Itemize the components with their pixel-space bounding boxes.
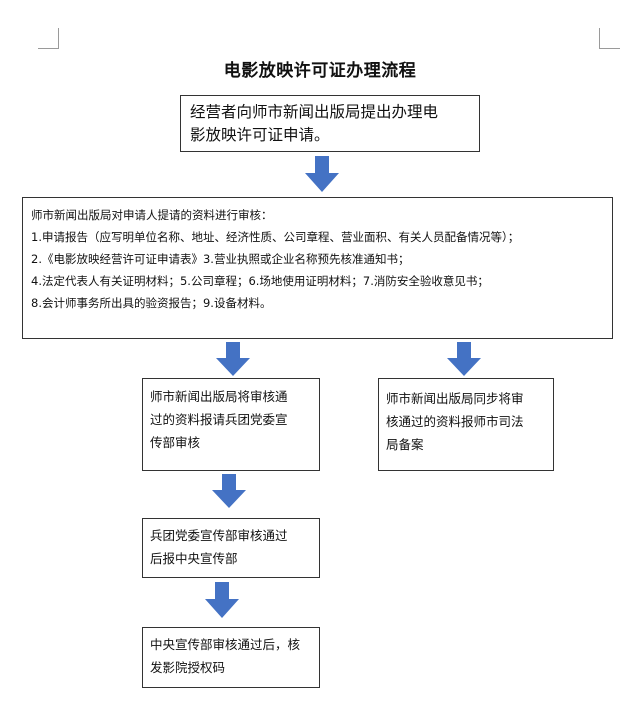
step-corps-propaganda-box: 兵团党委宣传部审核通过 后报中央宣传部 (142, 518, 320, 578)
step-city-bureau-box: 师市新闻出版局将审核通 过的资料报请兵团党委宣 传部审核 (142, 378, 320, 471)
justice-filing-line-1: 师市新闻出版局同步将审 (386, 391, 524, 406)
step-document-review-box: 师市新闻出版局对申请人提请的资料进行审核： 1.申请报告（应写明单位名称、地址、… (22, 197, 613, 339)
step-central-propaganda-box: 中央宣传部审核通过后，核 发影院授权码 (142, 627, 320, 688)
step-justice-filing-box: 师市新闻出版局同步将审 核通过的资料报师市司法 局备案 (378, 378, 554, 471)
page-corner-top-left (38, 28, 59, 49)
page-corner-top-right (599, 28, 620, 49)
arrow-down-icon (212, 474, 246, 508)
review-item-line: 2.《电影放映经营许可证申请表》3.营业执照或企业名称预先核准通知书； (31, 252, 410, 266)
central-propaganda-line-2: 发影院授权码 (150, 660, 226, 675)
review-heading-line: 师市新闻出版局对申请人提请的资料进行审核： (31, 208, 273, 222)
arrow-down-icon (447, 342, 481, 376)
step-application-line-1: 经营者向师市新闻出版局提出办理电 (190, 103, 439, 121)
arrow-down-icon (205, 582, 239, 618)
step-application-line-2: 影放映许可证申请。 (190, 126, 330, 144)
review-item-line: 4.法定代表人有关证明材料；5.公司章程；6.场地使用证明材料；7.消防安全验收… (31, 274, 489, 288)
justice-filing-line-3: 局备案 (386, 437, 424, 452)
flowchart-title: 电影放映许可证办理流程 (223, 61, 417, 81)
corps-propaganda-line-1: 兵团党委宣传部审核通过 (150, 528, 288, 543)
justice-filing-line-2: 核通过的资料报师市司法 (386, 414, 524, 429)
arrow-down-icon (305, 156, 339, 192)
city-bureau-line-3: 传部审核 (150, 435, 201, 450)
corps-propaganda-line-2: 后报中央宣传部 (150, 551, 238, 566)
central-propaganda-line-1: 中央宣传部审核通过后，核 (150, 637, 301, 652)
review-item-line: 8.会计师事务所出具的验资报告；9.设备材料。 (31, 296, 272, 310)
review-item-line: 1.申请报告（应写明单位名称、地址、经济性质、公司章程、营业面积、有关人员配备情… (31, 230, 520, 244)
city-bureau-line-2: 过的资料报请兵团党委宣 (150, 412, 288, 427)
step-application-box: 经营者向师市新闻出版局提出办理电 影放映许可证申请。 (180, 95, 480, 152)
arrow-down-icon (216, 342, 250, 376)
city-bureau-line-1: 师市新闻出版局将审核通 (150, 389, 288, 404)
